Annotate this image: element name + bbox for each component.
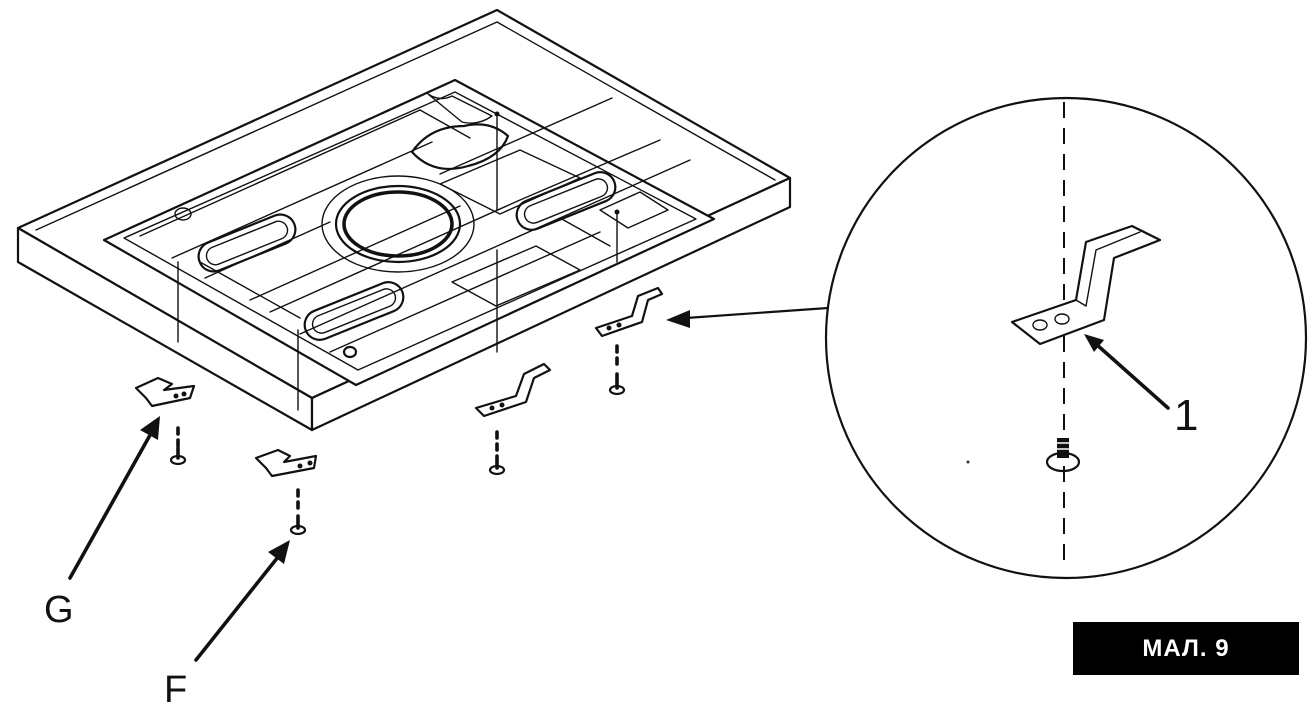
figure-label: МАЛ. 9 [1073,622,1299,675]
detail-view: 1 [824,96,1308,580]
arrow-to-detail [666,306,830,328]
base-plate [139,93,691,359]
arrow-f [194,540,290,662]
detail-callout-1: 1 [1174,391,1198,440]
bracket-1 [134,376,196,408]
screw-4 [608,344,626,396]
callout-g: G [44,589,74,631]
tray-recess-inner [123,91,697,371]
arrow-g [68,416,160,580]
slot-left [197,213,297,273]
screw-1 [169,426,187,466]
bracket-3 [474,362,552,418]
detail-screw [1045,438,1081,473]
leader-1 [1084,334,1170,410]
tray-recess [102,78,716,387]
slot-bottom [303,281,405,341]
screw-3 [488,430,506,476]
center-boss [334,184,462,264]
slot-top [410,123,510,170]
center-boss-inner [342,190,454,258]
detail-circle [824,96,1308,580]
callout-f: F [164,669,187,703]
bracket-4 [594,286,664,338]
bracket-2 [254,448,318,478]
tray-panel [16,8,792,432]
detail-bracket [1010,224,1162,346]
screw-2 [289,488,307,536]
tray-rim-inner [35,21,776,231]
